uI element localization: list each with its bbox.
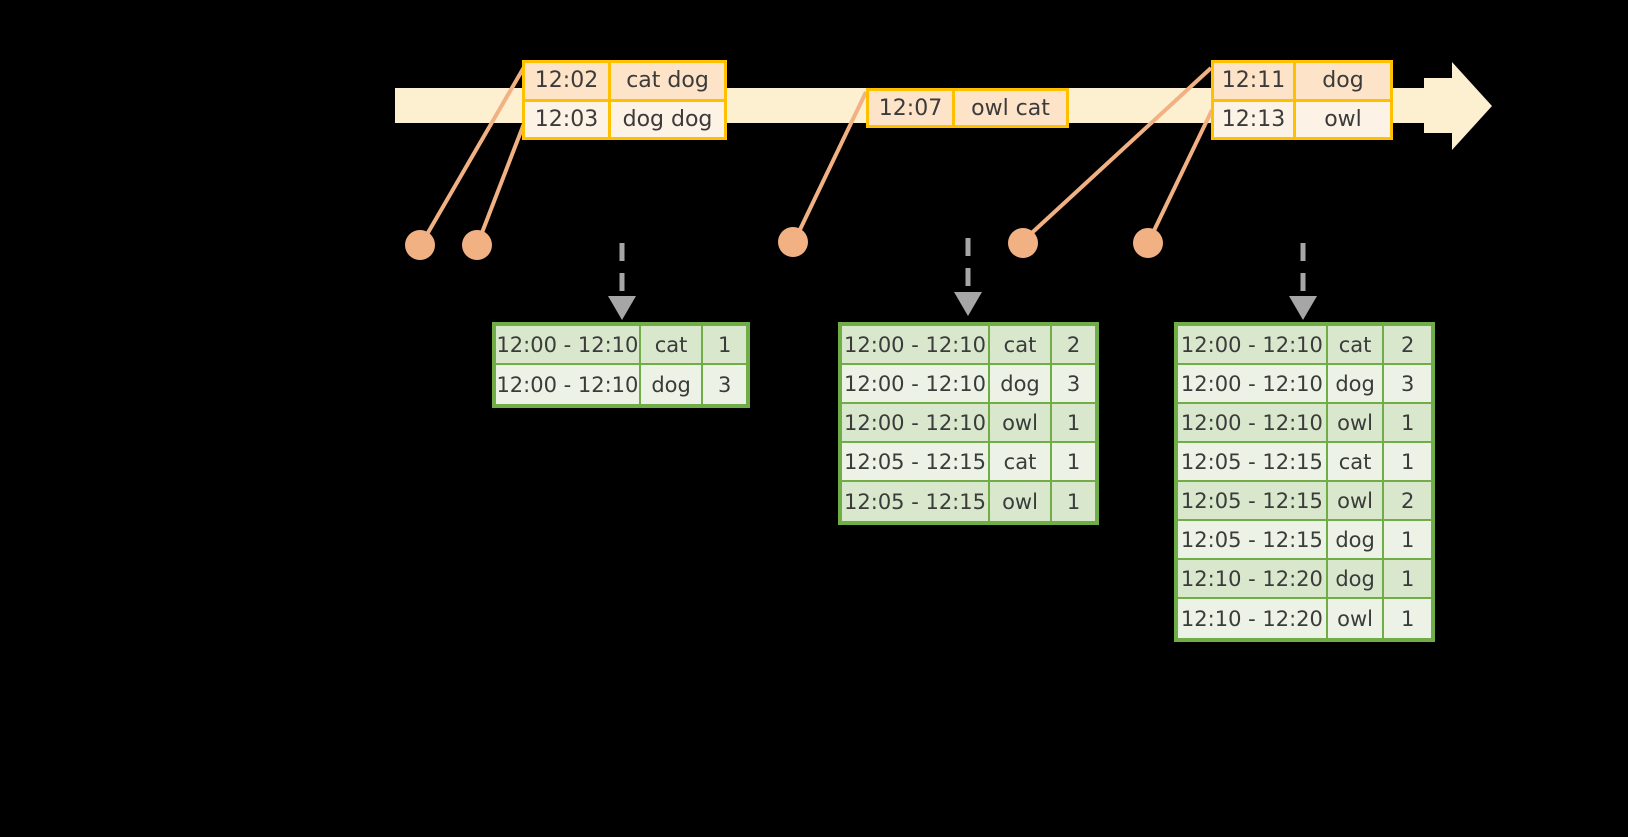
event-time: 12:13 <box>1214 101 1296 137</box>
cell-count: 1 <box>1052 404 1095 443</box>
flow-arrowhead-3 <box>1289 296 1317 320</box>
event-row: 12:13 owl <box>1214 98 1390 137</box>
event-words: dog <box>1296 63 1390 99</box>
cell-key: cat <box>990 326 1052 365</box>
cell-window: 12:00 - 12:10 <box>496 326 641 365</box>
event-row: 12:03 dog dog <box>525 98 724 137</box>
cell-count: 1 <box>1052 443 1095 482</box>
cell-key: dog <box>1327 560 1385 599</box>
cell-window: 12:00 - 12:10 <box>842 326 990 365</box>
event-words: cat dog <box>611 63 724 99</box>
event-words: owl cat <box>955 91 1066 125</box>
cell-key: cat <box>640 326 704 365</box>
event-row: 12:02 cat dog <box>525 63 724 99</box>
cell-key: owl <box>990 482 1052 521</box>
cell-window: 12:05 - 12:15 <box>842 482 990 521</box>
cell-count: 2 <box>1384 482 1431 521</box>
event-time: 12:11 <box>1214 63 1296 99</box>
cell-window: 12:00 - 12:10 <box>842 365 990 404</box>
cell-key: cat <box>1327 443 1385 482</box>
cell-count: 3 <box>703 365 747 404</box>
cell-key: dog <box>1327 365 1385 404</box>
cell-key: dog <box>990 365 1052 404</box>
cell-count: 3 <box>1384 365 1431 404</box>
event-dot-4 <box>1008 228 1038 258</box>
cell-key: owl <box>1327 599 1385 638</box>
event-time: 12:02 <box>525 63 611 99</box>
cell-window: 12:00 - 12:10 <box>496 365 641 404</box>
cell-window: 12:00 - 12:10 <box>1178 365 1328 404</box>
cell-count: 1 <box>1384 443 1431 482</box>
event-box-3[interactable]: 12:11 dog 12:13 owl <box>1211 60 1393 140</box>
cell-count: 1 <box>1384 404 1431 443</box>
cell-window: 12:10 - 12:20 <box>1178 599 1328 638</box>
cell-window: 12:05 - 12:15 <box>1178 443 1328 482</box>
event-dot-5 <box>1133 228 1163 258</box>
event-dot-3 <box>778 227 808 257</box>
cell-count: 1 <box>703 326 747 365</box>
event-row: 12:07 owl cat <box>869 91 1066 125</box>
event-row: 12:11 dog <box>1214 63 1390 99</box>
cell-count: 1 <box>1384 521 1431 560</box>
cell-key: owl <box>1327 482 1385 521</box>
cell-count: 1 <box>1384 560 1431 599</box>
cell-key: owl <box>990 404 1052 443</box>
event-dot-1 <box>405 230 435 260</box>
cell-count: 2 <box>1384 326 1431 365</box>
timeline-arrowhead-icon <box>1452 62 1492 150</box>
flow-arrowhead-1 <box>608 296 636 320</box>
cell-key: cat <box>990 443 1052 482</box>
cell-count: 1 <box>1052 482 1095 521</box>
event-words: dog dog <box>611 101 724 137</box>
cell-count: 3 <box>1052 365 1095 404</box>
cell-key: cat <box>1327 326 1385 365</box>
cell-key: dog <box>640 365 704 404</box>
cell-window: 12:05 - 12:15 <box>1178 521 1328 560</box>
cell-count: 1 <box>1384 599 1431 638</box>
cell-count: 2 <box>1052 326 1095 365</box>
flow-arrowhead-2 <box>954 292 982 316</box>
cell-window: 12:00 - 12:10 <box>1178 326 1328 365</box>
cell-window: 12:00 - 12:10 <box>842 404 990 443</box>
cell-key: owl <box>1327 404 1385 443</box>
event-box-2[interactable]: 12:07 owl cat <box>866 88 1069 128</box>
event-dot-2 <box>462 230 492 260</box>
cell-key: dog <box>1327 521 1385 560</box>
event-words: owl <box>1296 101 1390 137</box>
cell-window: 12:05 - 12:15 <box>842 443 990 482</box>
cell-window: 12:00 - 12:10 <box>1178 404 1328 443</box>
event-time: 12:07 <box>869 91 955 125</box>
cell-window: 12:05 - 12:15 <box>1178 482 1328 521</box>
cell-window: 12:10 - 12:20 <box>1178 560 1328 599</box>
event-box-1[interactable]: 12:02 cat dog 12:03 dog dog <box>522 60 727 140</box>
event-time: 12:03 <box>525 101 611 137</box>
